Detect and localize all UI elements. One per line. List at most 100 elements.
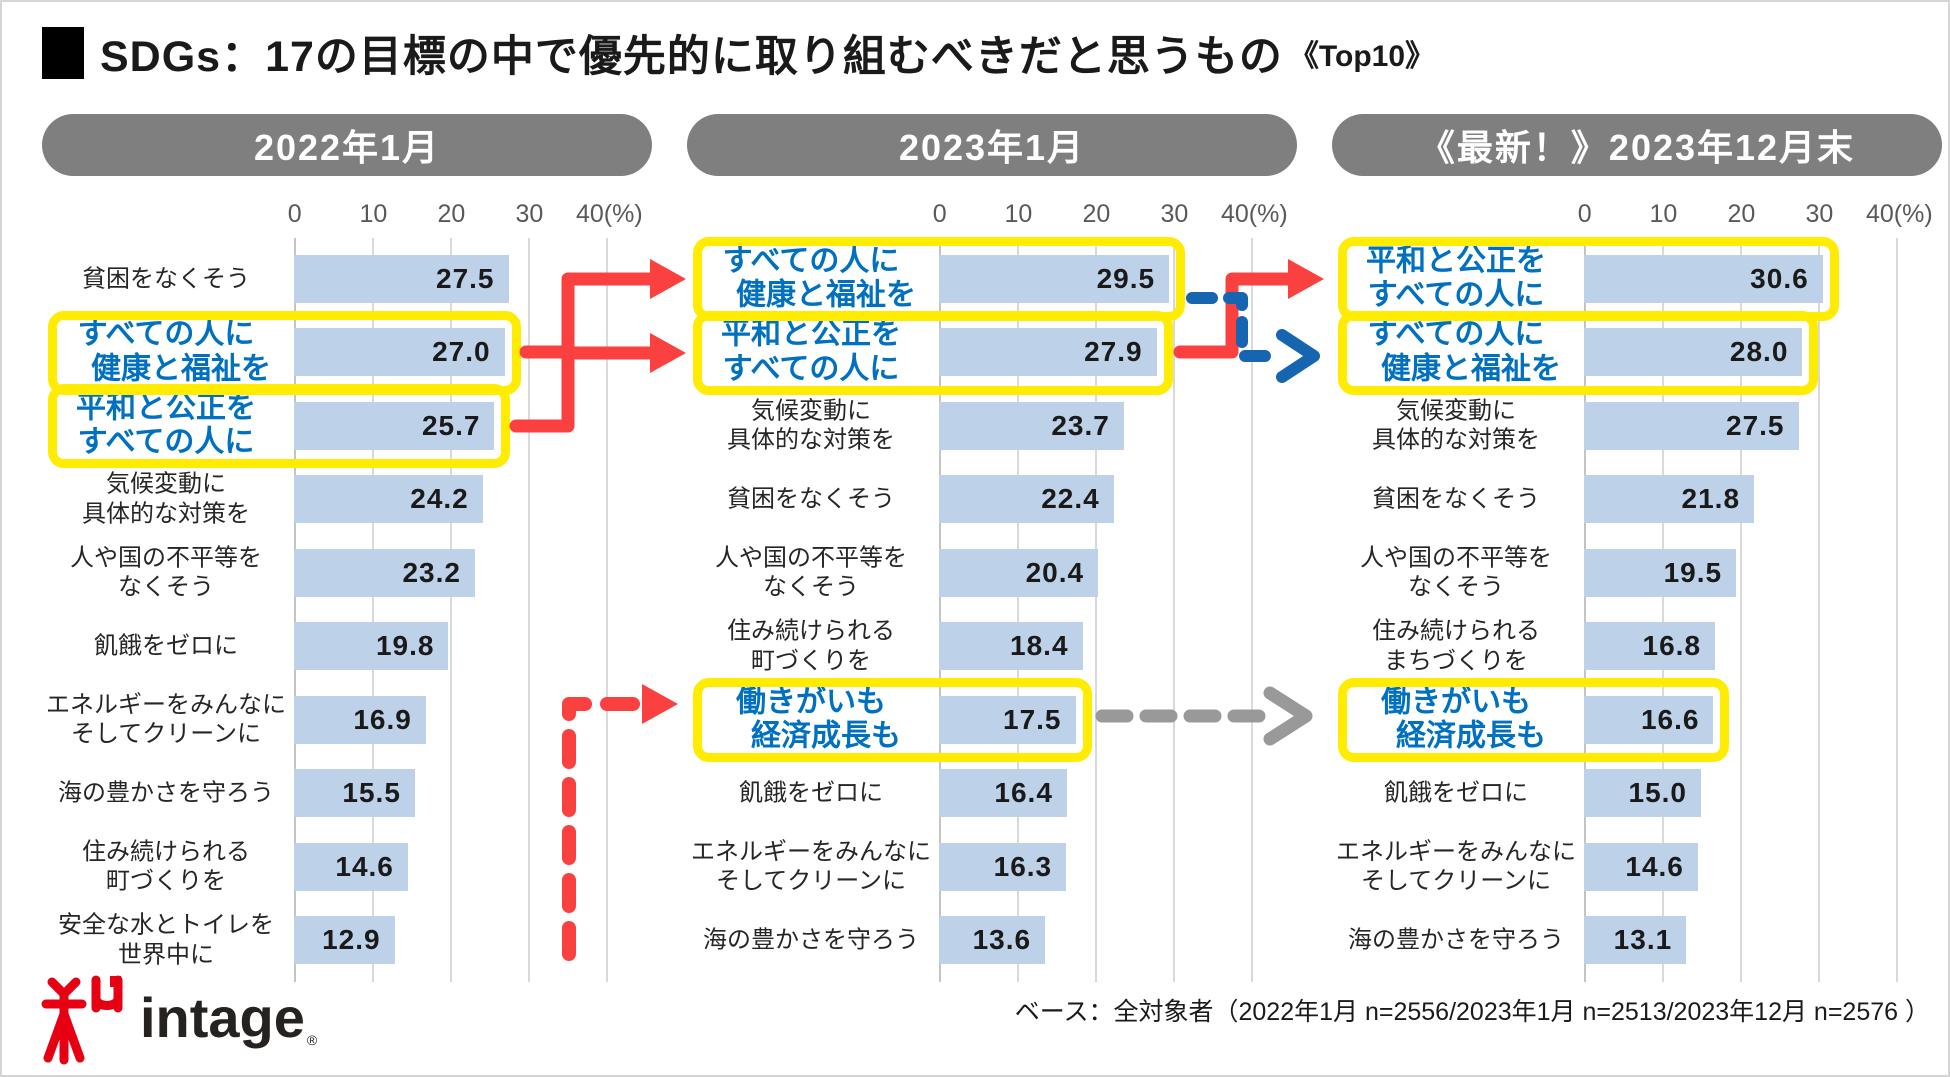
panel-header: 《最新！》2023年12月末 xyxy=(1332,114,1942,176)
value-label: 16.8 xyxy=(1642,630,1702,662)
bar xyxy=(1584,842,1698,891)
bar xyxy=(1584,622,1716,671)
category-label: 海の豊かさを守ろう xyxy=(703,926,919,954)
gridline xyxy=(1173,238,1175,982)
gridline xyxy=(1662,238,1664,982)
highlight-box xyxy=(693,678,1092,762)
bar xyxy=(939,254,1170,303)
category-label: 人や国の不平等を なくそう xyxy=(70,544,262,601)
value-label: 23.7 xyxy=(1051,409,1110,441)
sample-base-note: ベース：全対象者（2022年1月 n=2556/2023年1月 n=2513/2… xyxy=(1014,998,1930,1026)
x-axis-tick-label: 0 xyxy=(932,200,947,228)
bar xyxy=(939,916,1046,965)
bar xyxy=(939,622,1083,671)
value-label: 19.8 xyxy=(375,630,435,662)
category-label: 気候変動に 具体的な対策を xyxy=(1372,397,1540,454)
highlight-box xyxy=(693,310,1173,395)
highlight-box xyxy=(693,237,1186,321)
bar xyxy=(1584,254,1823,303)
value-label: 20.4 xyxy=(1025,556,1085,588)
category-label: エネルギーをみんなに そしてクリーンに xyxy=(691,838,931,895)
category-label: 海の豊かさを守ろう xyxy=(58,779,274,807)
category-label: 貧困をなくそう xyxy=(1372,485,1540,513)
x-axis-tick-label: 0 xyxy=(287,200,302,228)
gridline xyxy=(450,238,452,982)
x-axis-tick-label: 10 xyxy=(1004,200,1033,228)
bar xyxy=(294,695,426,744)
category-label: 住み続けられる 町づくりを xyxy=(727,617,895,675)
bar-row: 海の豊かさを守ろう 13.6 xyxy=(687,904,1297,978)
value-label: 13.6 xyxy=(972,924,1032,956)
highlight-box xyxy=(48,310,521,395)
bar xyxy=(294,769,415,818)
page-title-suffix: 《Top10》 xyxy=(1288,40,1436,73)
bar xyxy=(1584,328,1803,377)
category-label: 飢餓をゼロに xyxy=(1384,779,1528,807)
highlight-box xyxy=(1338,310,1819,395)
x-axis-tick-label: 20 xyxy=(1727,200,1756,228)
gridline xyxy=(1896,238,1898,982)
intage-logo: intage ® xyxy=(38,970,317,1070)
bar xyxy=(939,842,1067,891)
x-axis-tick-label: 0 xyxy=(1577,200,1592,228)
value-label: 23.2 xyxy=(402,556,461,588)
value-label: 30.6 xyxy=(1750,262,1809,294)
bar-row: すべての人に 健康と福祉を 28.0 xyxy=(1332,310,1942,395)
x-axis-tick-label: 10 xyxy=(1649,200,1678,228)
category-label: 平和と公正を すべての人に xyxy=(721,317,901,386)
x-axis-tick-label: 20 xyxy=(437,200,466,228)
value-label: 24.2 xyxy=(410,483,469,515)
value-label: 27.0 xyxy=(432,336,491,368)
registered-trademark-mark: ® xyxy=(306,1032,318,1048)
category-label: 働きがいも 経済成長も xyxy=(1381,685,1546,753)
gridline xyxy=(1017,238,1019,982)
panel-header: 2023年1月 xyxy=(687,114,1297,176)
category-label: 飢餓をゼロに xyxy=(739,779,883,807)
category-label: 飢餓をゼロに xyxy=(94,632,238,660)
bar xyxy=(294,622,449,671)
bar xyxy=(939,401,1124,450)
bar xyxy=(1584,916,1687,965)
bar xyxy=(939,769,1067,818)
value-label: 18.4 xyxy=(1010,630,1069,662)
category-label: 住み続けられる 町づくりを xyxy=(82,838,250,895)
gridline xyxy=(1584,238,1586,982)
value-label: 28.0 xyxy=(1729,336,1789,368)
bar xyxy=(294,401,495,450)
category-label: すべての人に 健康と福祉を xyxy=(1367,317,1561,386)
category-label: 貧困をなくそう xyxy=(727,485,895,513)
category-label: 気候変動に 具体的な対策を xyxy=(727,397,895,454)
bar xyxy=(294,548,475,597)
bar xyxy=(294,842,408,891)
category-label: 気候変動に 具体的な対策を xyxy=(82,470,250,528)
bar-row: 海の豊かさを守ろう 15.5 xyxy=(42,757,652,831)
bar-row: 飢餓をゼロに 19.8 xyxy=(42,610,652,684)
category-label: 人や国の不平等を なくそう xyxy=(715,544,907,601)
gridline xyxy=(1818,238,1820,982)
value-label: 15.5 xyxy=(342,777,401,809)
panel-header: 2022年1月 xyxy=(42,114,652,176)
bar xyxy=(1584,475,1755,524)
x-axis-tick-label: 40(%) xyxy=(1220,200,1288,228)
gridline xyxy=(1095,238,1097,982)
category-label: 貧困をなくそう xyxy=(82,265,250,293)
bar xyxy=(939,475,1114,524)
bar xyxy=(1584,695,1714,744)
gridline xyxy=(372,238,374,982)
bar xyxy=(294,475,483,524)
value-label: 21.8 xyxy=(1681,483,1741,515)
category-label: 平和と公正を すべての人に xyxy=(1366,244,1546,312)
highlight-box xyxy=(1338,678,1730,762)
